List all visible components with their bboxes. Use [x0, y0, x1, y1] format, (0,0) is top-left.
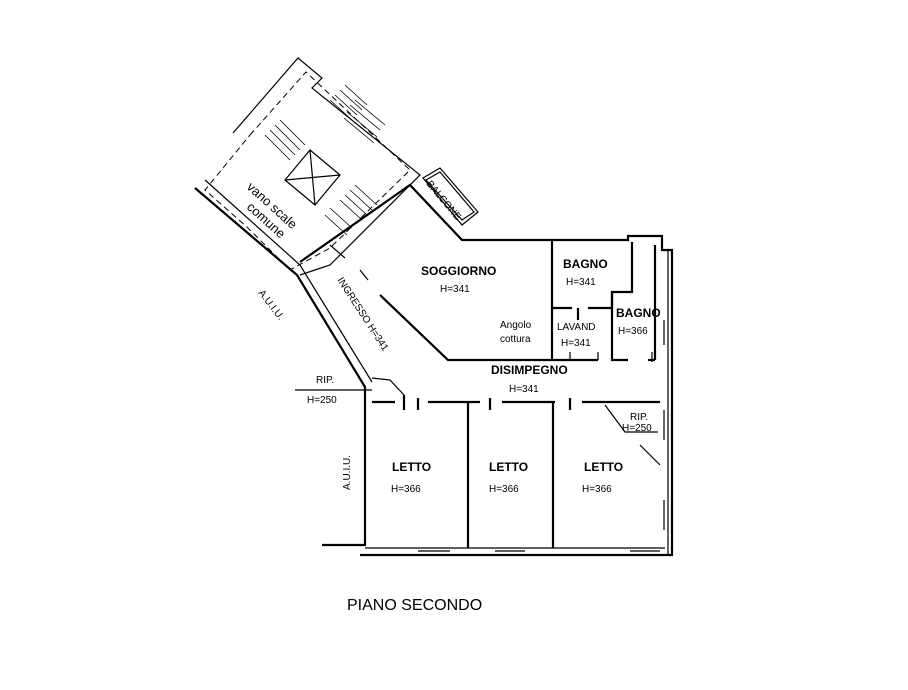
rip-right-name: RIP. — [630, 412, 648, 423]
plan-title: PIANO SECONDO — [347, 597, 482, 614]
balcony-label: BALCONE — [424, 179, 463, 223]
neighbor-label-a: A.U.I.U. — [256, 288, 286, 322]
soggiorno-height: H=341 — [440, 284, 470, 295]
bagno2-name: BAGNO — [616, 306, 661, 320]
rip-left-height: H=250 — [307, 395, 337, 406]
balcony: BALCONE — [422, 167, 479, 226]
stair-landing — [284, 149, 341, 206]
lavand-name: LAVAND — [557, 322, 596, 333]
soggiorno-name: SOGGIORNO — [421, 264, 496, 278]
letto3-height: H=366 — [582, 484, 612, 495]
outer-walls — [194, 179, 674, 557]
letto1-height: H=366 — [391, 484, 421, 495]
interior-walls — [295, 240, 661, 548]
rip-left-name: RIP. — [316, 375, 334, 386]
lavand-height: H=341 — [561, 338, 591, 349]
bagno1-height: H=341 — [566, 277, 596, 288]
room-labels: A.U.I.U. A.U.I.U. SOGGIORNO H=341 Angolo… — [256, 257, 661, 614]
letto3-name: LETTO — [584, 460, 623, 474]
stair-steps — [264, 84, 386, 236]
angolo-line1: Angolo — [500, 320, 532, 331]
rip-right-height: H=250 — [622, 423, 652, 434]
angolo-line2: cottura — [500, 334, 531, 345]
disimpegno-name: DISIMPEGNO — [491, 363, 568, 377]
letto2-name: LETTO — [489, 460, 528, 474]
disimpegno-height: H=341 — [509, 384, 539, 395]
neighbor-label-b: A.U.I.U. — [342, 455, 353, 490]
bagno2-height: H=366 — [618, 326, 648, 337]
bagno1-name: BAGNO — [563, 257, 608, 271]
stair-well: vano scale comune — [204, 57, 421, 276]
letto2-height: H=366 — [489, 484, 519, 495]
ingresso-label: INGRESSO H=341 — [334, 276, 390, 354]
letto1-name: LETTO — [392, 460, 431, 474]
